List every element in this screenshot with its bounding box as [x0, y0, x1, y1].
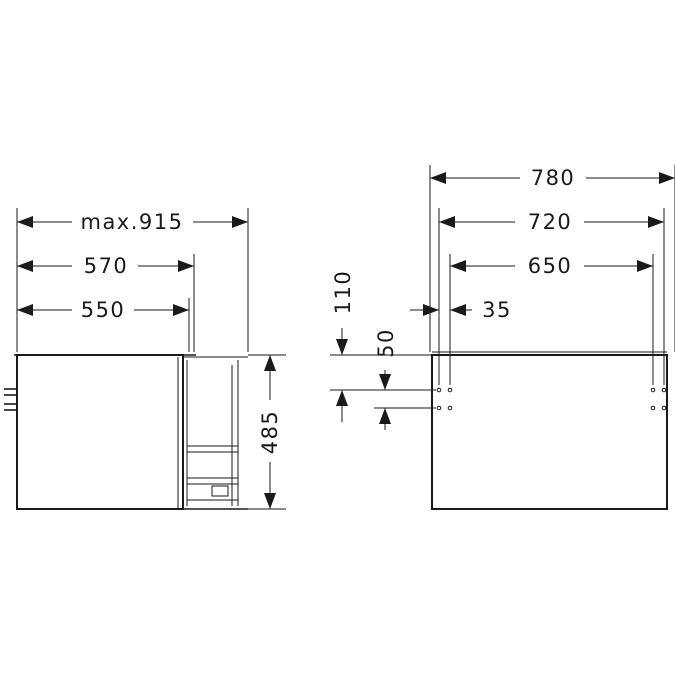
side-view: max.915 570 550 485: [4, 208, 286, 510]
dim-50: 50: [374, 328, 398, 430]
dim-650: 650: [450, 254, 653, 278]
dim-max-915-label: max.915: [80, 210, 183, 234]
dim-110-label: 110: [331, 270, 355, 315]
dim-570-label: 570: [84, 254, 129, 278]
wall-connection-icon: [4, 388, 17, 411]
front-view: 780 720 650 35: [330, 165, 675, 510]
dim-550-label: 550: [81, 298, 126, 322]
dim-50-label: 50: [374, 328, 398, 358]
dim-485: 485: [258, 355, 282, 509]
side-cabinet-body: [16, 354, 184, 510]
drawer-extended: [183, 356, 248, 510]
dim-720: 720: [439, 210, 664, 234]
front-cabinet-body: [431, 354, 668, 510]
dim-550: 550: [17, 298, 189, 322]
dim-max-915: max.915: [17, 210, 248, 234]
dim-780: 780: [430, 166, 675, 190]
dim-35-label: 35: [482, 298, 512, 322]
dim-110: 110: [331, 270, 355, 422]
dim-650-label: 650: [528, 254, 573, 278]
dim-720-label: 720: [528, 210, 573, 234]
dim-485-label: 485: [258, 410, 282, 455]
mounting-holes: [436, 387, 667, 411]
dim-780-label: 780: [531, 166, 576, 190]
dim-35: 35: [410, 298, 512, 322]
dim-570: 570: [17, 254, 194, 278]
